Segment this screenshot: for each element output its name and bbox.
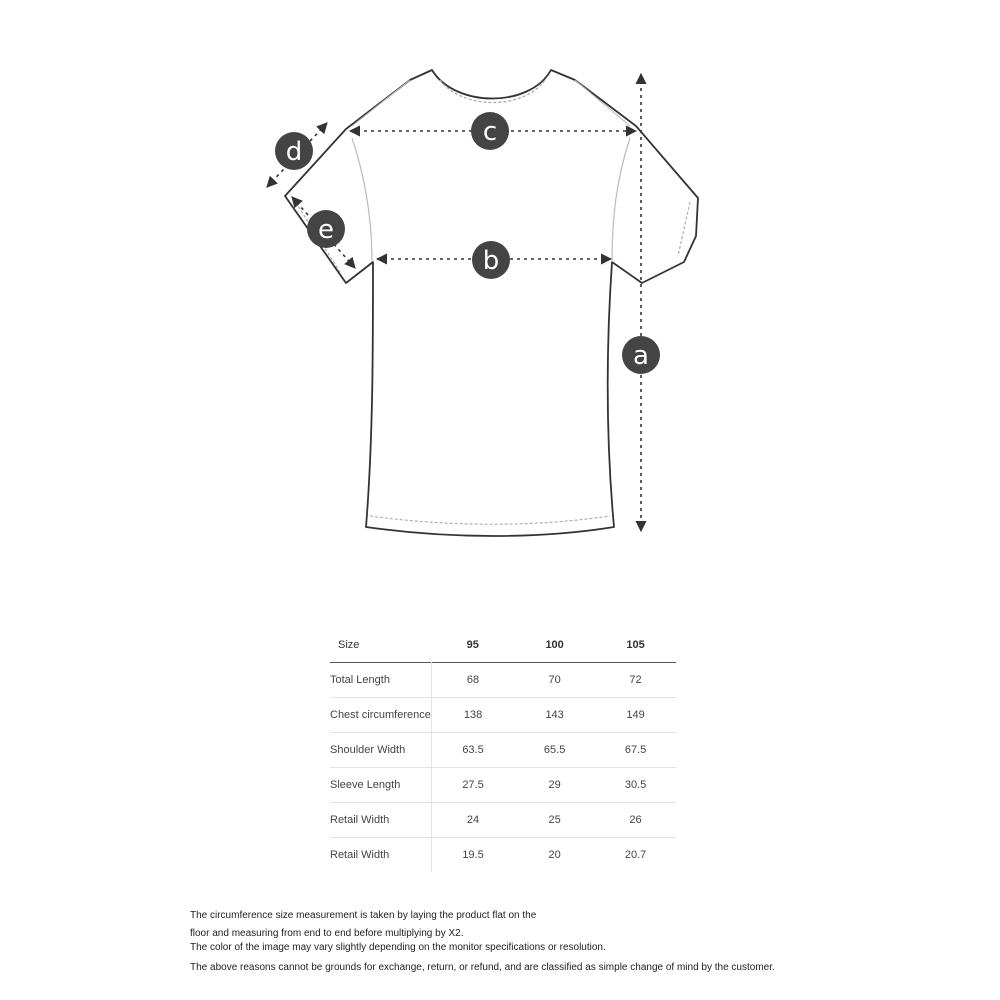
- table-row: Shoulder Width 63.5 65.5 67.5: [330, 732, 676, 767]
- size-header-95: 95: [466, 638, 479, 651]
- svg-text:b: b: [483, 246, 500, 276]
- cell-value: 149: [626, 708, 645, 721]
- row-label: Retail Width: [330, 837, 432, 872]
- svg-text:e: e: [318, 215, 334, 245]
- cell-value: 25: [548, 813, 561, 826]
- cell-value: 19.5: [462, 848, 484, 861]
- measure-line-e: [291, 196, 356, 269]
- cell-value: 29: [548, 778, 561, 791]
- table-row: Chest circumference 138 143 149: [330, 697, 676, 732]
- size-table-header: Size 95 100 105: [330, 628, 676, 662]
- svg-text:d: d: [286, 137, 303, 167]
- table-row: Retail Width 24 25 26: [330, 802, 676, 837]
- marker-d: d: [275, 132, 313, 170]
- size-table: Size 95 100 105 Total Length 68 70 72 Ch…: [330, 628, 676, 872]
- row-label: Shoulder Width: [330, 732, 432, 767]
- row-label: Total Length: [330, 662, 432, 697]
- row-label: Retail Width: [330, 802, 432, 837]
- marker-c: c: [471, 112, 509, 150]
- tshirt-outline: [284, 69, 699, 537]
- sleeve-seam-left: [351, 137, 373, 263]
- shoulder-seam-right: [574, 79, 631, 127]
- cell-value: 70: [548, 673, 561, 686]
- cell-value: 68: [466, 673, 480, 686]
- row-label: Sleeve Length: [330, 767, 432, 802]
- size-header-label: Size: [338, 638, 360, 651]
- collar-line: [439, 79, 546, 104]
- size-header-105: 105: [626, 638, 645, 651]
- shoulder-seam-left: [351, 79, 411, 127]
- svg-text:c: c: [483, 117, 497, 147]
- tshirt-measurement-diagram: a b c d e: [266, 69, 699, 537]
- bottom-hem: [369, 515, 611, 525]
- cell-value: 138: [463, 708, 483, 721]
- size-header-100: 100: [545, 638, 564, 651]
- measurement-notes: The circumference size measurement is ta…: [190, 909, 910, 975]
- cell-value: 26: [629, 813, 642, 826]
- cell-value: 27.5: [462, 778, 484, 791]
- note-line: floor and measuring from end to end befo…: [190, 928, 464, 939]
- cell-value: 63.5: [462, 743, 484, 756]
- row-label: Chest circumference: [330, 697, 432, 732]
- note-line: The circumference size measurement is ta…: [190, 910, 537, 921]
- marker-e: e: [307, 210, 345, 248]
- cell-value: 67.5: [624, 743, 647, 756]
- marker-a: a: [622, 336, 660, 374]
- table-row: Retail Width 19.5 20 20.7: [330, 837, 676, 872]
- table-row: Total Length 68 70 72: [330, 662, 676, 697]
- sleeve-hem-right: [677, 201, 691, 257]
- cell-value: 20: [548, 848, 561, 861]
- cell-value: 72: [629, 673, 642, 686]
- cell-value: 143: [545, 708, 564, 721]
- marker-b: b: [472, 241, 510, 279]
- table-row: Sleeve Length 27.5 29 30.5: [330, 767, 676, 802]
- note-line: The above reasons cannot be grounds for …: [190, 962, 775, 973]
- cell-value: 65.5: [543, 743, 566, 756]
- note-line: The color of the image may vary slightly…: [190, 942, 606, 953]
- cell-value: 30.5: [624, 778, 647, 791]
- cell-value: 20.7: [624, 848, 647, 861]
- cell-value: 24: [466, 813, 480, 826]
- sleeve-seam-right: [611, 137, 631, 263]
- svg-text:a: a: [633, 341, 649, 371]
